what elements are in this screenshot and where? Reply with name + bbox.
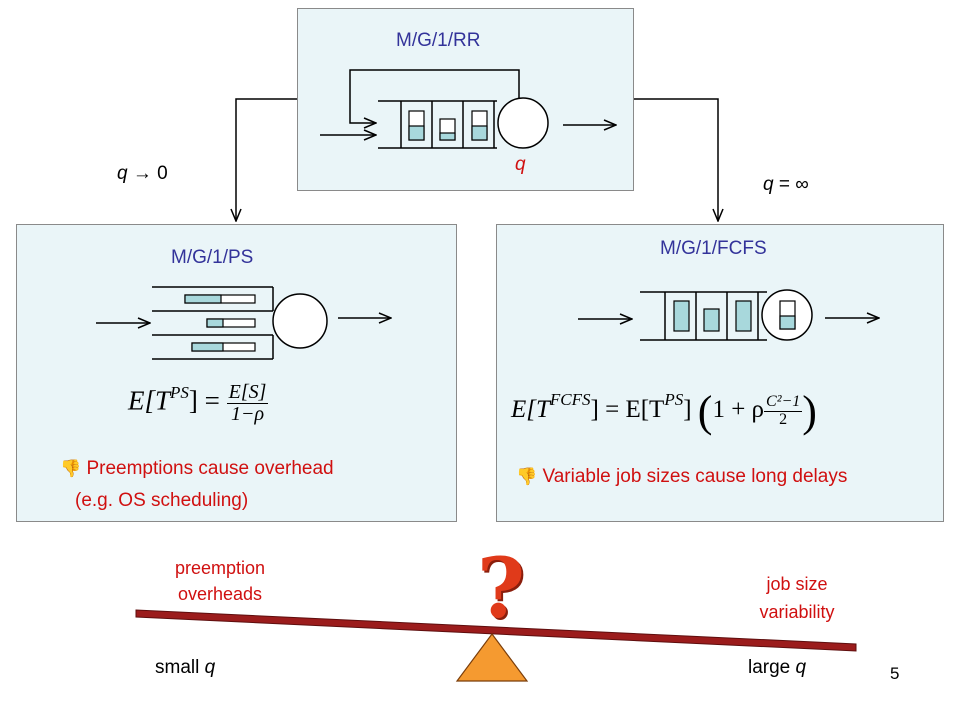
fcfs-job-2 (703, 308, 720, 332)
fcfs-job-1 (673, 300, 690, 332)
right-arrow-label: q = ∞ (763, 174, 809, 195)
rr-queue (320, 69, 616, 149)
fcfs-job-3 (735, 300, 752, 332)
ps-formula-lhs: E[T (128, 385, 171, 416)
fcfs-formula-mid: ] = E[T (590, 396, 665, 424)
right-weight-label: job size variability (740, 570, 854, 626)
thumbs-down-icon: 👎 (60, 459, 82, 478)
fcfs-formula-one-plus: 1 + ρ (712, 396, 765, 424)
fcfs-formula-num: C²−1 (764, 393, 803, 412)
large-q-label: large q (748, 657, 807, 678)
right-weight-label-2: variability (759, 602, 835, 622)
ps-job-2 (206, 318, 256, 328)
ps-formula-sup: PS (170, 382, 189, 402)
rr-panel (297, 8, 634, 191)
fcfs-queue (578, 289, 879, 341)
ps-panel (16, 224, 457, 522)
question-mark: ? (477, 541, 526, 637)
ps-formula-fraction: E[S] 1−ρ (226, 381, 269, 425)
left-connector-arrow (236, 98, 297, 221)
rr-quantum-label: q (515, 154, 526, 175)
fulcrum-triangle (455, 632, 529, 682)
left-arrow-label: q → 0 (117, 163, 168, 184)
ps-server (272, 293, 328, 349)
ps-job-3 (191, 342, 256, 352)
right-weight-label-1: job size (766, 574, 828, 594)
rr-feedback-arrow (349, 69, 520, 123)
ps-formula-num: E[S] (226, 381, 269, 404)
ps-formula: E[TPS] = E[S] 1−ρ (128, 381, 269, 425)
left-weight-label-1: preemption (174, 558, 266, 578)
right-connector-arrow (634, 98, 718, 221)
fcfs-formula-sup: FCFS (549, 390, 591, 410)
fcfs-con-line: 👎 Variable job sizes cause long delays (516, 466, 847, 488)
rr-title: M/G/1/RR (396, 30, 481, 51)
fcfs-formula-sup2: PS (664, 390, 684, 410)
thumbs-down-icon: 👎 (516, 467, 538, 486)
rr-server (497, 97, 549, 149)
rr-job-3 (471, 110, 488, 141)
left-weight-label-2: overheads (177, 584, 263, 604)
balance-beam (135, 609, 857, 652)
ps-job-1 (184, 294, 256, 304)
ps-con-line-1: 👎 Preemptions cause overhead (60, 458, 334, 480)
fcfs-formula-close: ] (683, 396, 692, 424)
fcfs-formula-den: 2 (779, 411, 788, 428)
small-q-label: small q (155, 657, 216, 678)
fcfs-formula-lhs: E[T (511, 396, 550, 424)
left-weight-label: preemption overheads (158, 555, 282, 607)
fcfs-job-in-service (779, 300, 796, 330)
rr-job-1 (408, 110, 425, 141)
fcfs-con-text: Variable job sizes cause long delays (542, 466, 848, 487)
ps-title: M/G/1/PS (171, 247, 254, 268)
fcfs-formula: E[TFCFS] = E[TPS] (1 + ρ C²−1 2 ) (511, 387, 817, 436)
ps-con-text-1: Preemptions cause overhead (86, 458, 334, 479)
ps-con-line-2: (e.g. OS scheduling) (75, 490, 249, 511)
slide-number: 5 (890, 664, 900, 683)
fcfs-title: M/G/1/FCFS (660, 238, 767, 259)
fcfs-panel (496, 224, 944, 522)
ps-formula-den: 1−ρ (230, 403, 265, 425)
ps-queue (96, 286, 391, 360)
ps-formula-eq: ] = (188, 385, 220, 416)
rr-job-2 (439, 118, 456, 141)
fcfs-formula-fraction: C²−1 2 (764, 393, 803, 429)
